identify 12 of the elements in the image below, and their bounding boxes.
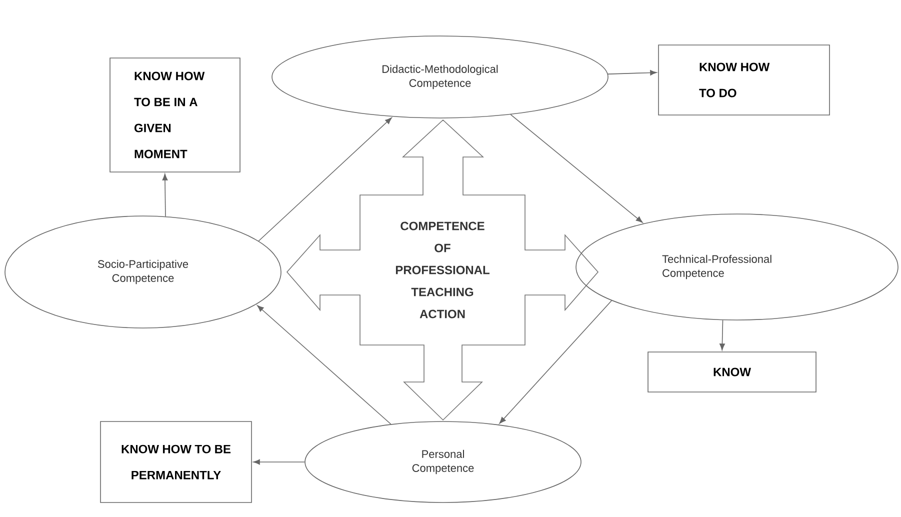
arrow — [258, 117, 392, 242]
arrow — [720, 320, 725, 350]
arrow — [499, 300, 612, 424]
outcome-box: KNOW HOW TO BE PERMANENTLY — [100, 421, 252, 503]
outcome-box: KNOW HOW TO BE IN A GIVEN MOMENT — [110, 58, 240, 172]
arrow — [253, 459, 305, 465]
arrow — [510, 114, 643, 223]
arrow — [257, 305, 392, 425]
outcome-box: KNOW — [648, 352, 816, 392]
arrow — [162, 174, 168, 217]
outcome-box: KNOW HOW TO DO — [658, 44, 830, 116]
arrow — [608, 70, 657, 76]
